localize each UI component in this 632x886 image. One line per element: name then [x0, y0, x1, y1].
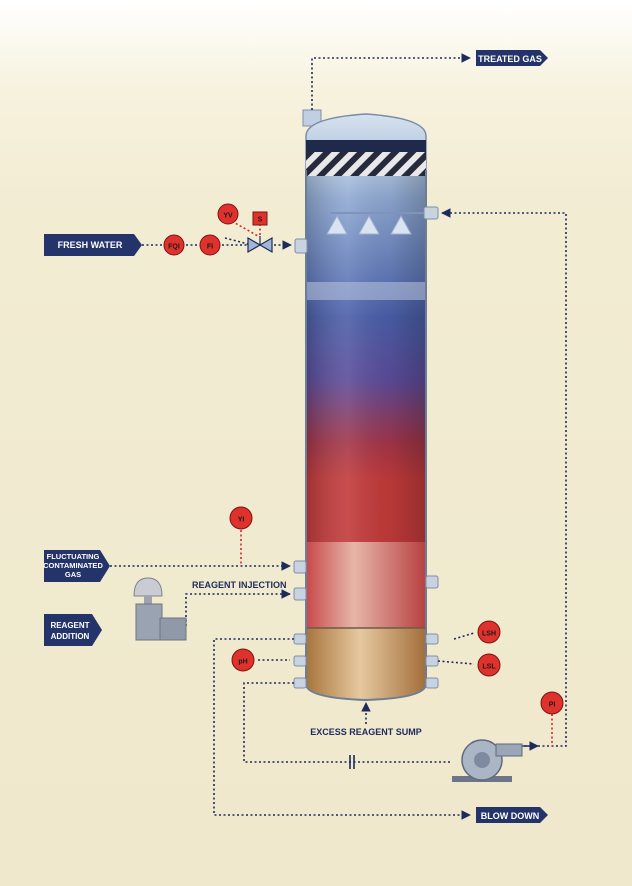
reagent-tank	[133, 577, 187, 641]
pi-label: PI	[549, 702, 556, 709]
fluctuating-gas-box: FLUCTUATING CONTAMINATED GAS	[43, 550, 110, 582]
reagent-addition-label-1: REAGENT	[50, 621, 89, 630]
fqi-label: FQI	[168, 244, 180, 251]
spray-nozzle-3	[390, 214, 412, 235]
reagent-injection-line	[185, 589, 291, 626]
fi-instrument: FI	[199, 234, 221, 256]
packing-boundary-band	[306, 282, 426, 300]
recirculation-pump	[452, 739, 523, 782]
reagent-injection-label: REAGENT INJECTION	[192, 580, 287, 590]
lsh-label: LSH	[482, 631, 496, 638]
treated-gas-label: TREATED GAS	[478, 54, 542, 64]
fluctuating-label-3: GAS	[65, 570, 81, 579]
fluctuating-label-2: CONTAMINATED	[43, 561, 103, 570]
process-lines	[110, 53, 567, 820]
control-valve	[247, 236, 273, 254]
ph-label: pH	[238, 659, 247, 666]
injection-zone	[306, 542, 426, 628]
mist-eliminator-frame	[306, 140, 426, 152]
yv-instrument: YV	[217, 203, 239, 225]
solenoid-instrument: S	[252, 211, 268, 226]
sump-nozzle-left-2	[293, 655, 307, 667]
yi-label: YI	[238, 517, 245, 524]
recirc-discharge-line	[441, 208, 567, 747]
spray-nozzle-1	[326, 214, 348, 235]
sump-nozzle-right-1	[425, 633, 439, 645]
ph-instrument: pH	[231, 648, 255, 672]
fluctuating-label-1: FLUCTUATING	[47, 552, 100, 561]
excess-sump-label: EXCESS REAGENT SUMP	[310, 727, 422, 737]
blow-down-label: BLOW DOWN	[481, 811, 540, 821]
mist-eliminator-pad	[306, 152, 426, 176]
blow-down-box: BLOW DOWN	[476, 807, 548, 823]
spray-nozzle-2	[358, 214, 380, 235]
reagent-sump	[306, 628, 426, 700]
tower-outline	[305, 170, 427, 702]
lsh-connection	[453, 632, 475, 640]
recirc-return-nozzle	[423, 206, 439, 220]
reagent-addition-label-2: ADDITION	[51, 632, 90, 641]
scrubber-tower	[293, 109, 439, 702]
solenoid-label: S	[258, 217, 263, 224]
gas-inlet-nozzle	[293, 560, 307, 574]
fqi-instrument: FQI	[163, 234, 185, 256]
lsl-label: LSL	[482, 664, 496, 671]
yv-label: YV	[223, 213, 233, 220]
fresh-water-label: FRESH WATER	[58, 240, 123, 250]
sump-nozzle-left-1	[293, 633, 307, 645]
fresh-water-nozzle	[294, 238, 308, 254]
sump-nozzle-right-2	[425, 655, 439, 667]
side-nozzle-right	[425, 575, 439, 589]
lsh-instrument: LSH	[477, 620, 501, 644]
treated-gas-box: TREATED GAS	[476, 50, 548, 66]
lsl-instrument: LSL	[477, 653, 501, 677]
blow-down-line	[213, 638, 471, 820]
fi-to-valve-connection	[224, 237, 249, 245]
treated-gas-line	[311, 53, 471, 110]
sump-nozzle-right-3	[425, 677, 439, 689]
sump-nozzle-left-3	[293, 677, 307, 689]
fi-label: FI	[207, 244, 213, 251]
lsl-connection	[437, 660, 475, 665]
pi-instrument: PI	[540, 691, 564, 715]
yi-instrument: YI	[229, 506, 253, 530]
tower-shell-shading	[306, 176, 426, 546]
reagent-addition-box: REAGENT ADDITION	[44, 614, 102, 646]
fresh-water-box: FRESH WATER	[44, 234, 142, 256]
reagent-injection-nozzle	[293, 587, 307, 601]
